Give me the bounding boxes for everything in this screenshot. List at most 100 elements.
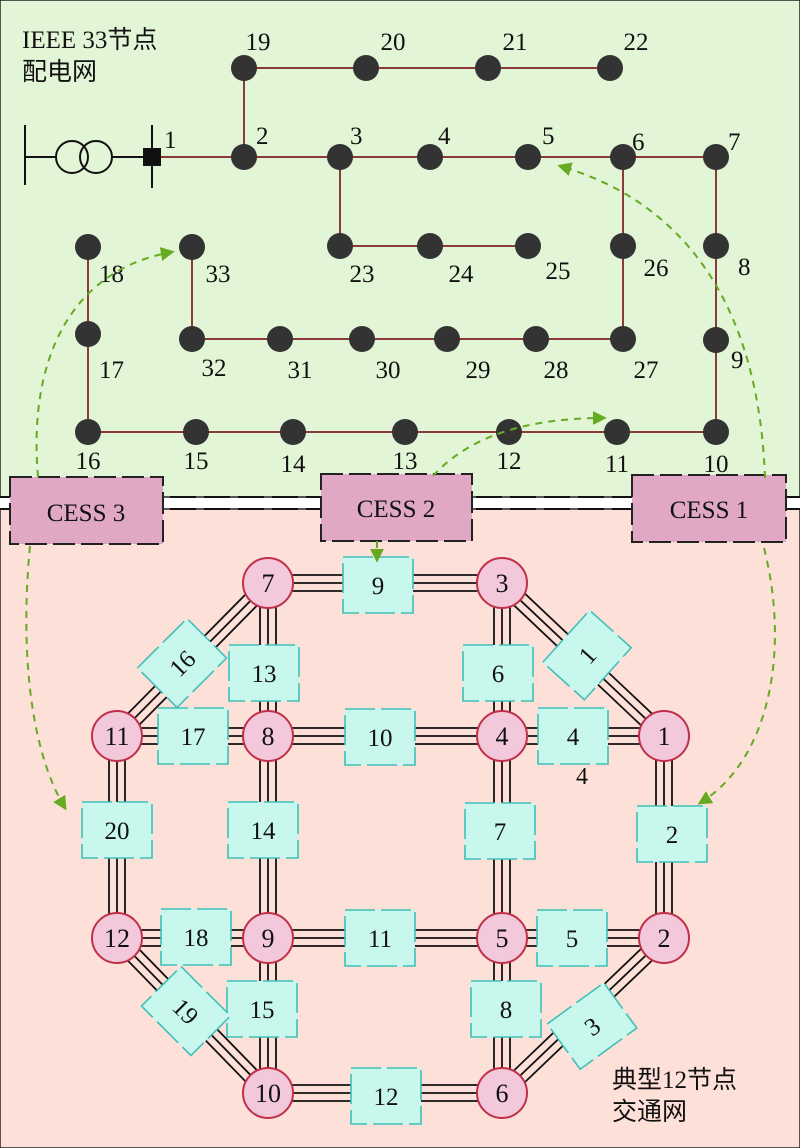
road-label-text-6: 6 [492,661,505,688]
road-label-5: 5 [536,909,608,967]
power-node-label-16: 16 [76,448,101,475]
cess-1-box: CESS 1 [631,474,787,543]
power-node-label-21: 21 [503,29,528,56]
traffic-node-1 [638,710,690,762]
power-node-label-27: 27 [634,357,659,384]
traffic-node-8 [242,710,294,762]
stray-road-label: 4 [576,764,588,790]
substation-transformer-icon [24,125,153,188]
power-node-33 [179,234,205,260]
power-node-11 [604,419,630,445]
traffic-node-label-3: 3 [496,569,509,598]
power-node-24 [417,233,443,259]
road-label-text-4: 4 [567,724,580,751]
power-node-label-2: 2 [256,123,269,150]
power-node-label-15: 15 [184,448,209,475]
power-node-27 [610,326,636,352]
power-node-12 [496,419,522,445]
power-node-16 [75,419,101,445]
power-node-23 [327,233,353,259]
road-label-10: 10 [344,708,416,766]
power-node-label-19: 19 [246,29,271,56]
traffic-node-5 [476,912,528,964]
power-node-label-13: 13 [393,448,418,475]
power-node-label-25: 25 [546,258,571,285]
road-label-text-5: 5 [566,926,579,953]
road-label-text-15: 15 [250,997,275,1024]
road-label-15: 15 [226,980,298,1038]
power-node-10 [703,419,729,445]
road-label-2: 2 [636,805,708,863]
power-node-label-28: 28 [544,357,569,384]
traffic-node-10 [242,1067,294,1119]
road-label-text-17: 17 [181,724,206,751]
power-node-label-1: 1 [164,127,177,154]
road-label-8: 8 [470,980,542,1038]
power-node-label-10: 10 [704,451,729,478]
power-title-line2: 配电网 [22,58,97,86]
cess-2-label: CESS 2 [357,496,436,523]
cess-routes [25,162,776,811]
cess-1-route-to-traffic-node-2 [697,547,776,805]
power-node-1 [143,148,161,166]
road-label-9: 9 [342,556,414,614]
power-node-29 [434,326,460,352]
power-node-20 [353,55,379,81]
cess-3-route-to-road-20 [25,545,67,811]
traffic-node-label-11: 11 [104,722,129,751]
power-node-label-4: 4 [438,123,451,150]
power-node-28 [523,326,549,352]
road-label-11: 11 [344,909,416,967]
road-label-text-9: 9 [372,573,385,600]
road-label-text-10: 10 [368,725,393,752]
power-node-label-17: 17 [99,357,124,384]
road-label-20: 20 [81,801,153,859]
road-label-1: 1 [541,609,633,701]
power-node-17 [75,321,101,347]
power-node-22 [597,55,623,81]
power-node-label-9: 9 [731,347,744,374]
road-label-6: 6 [462,644,534,702]
traffic-node-label-4: 4 [496,722,509,751]
cess-3-label: CESS 3 [47,500,126,527]
cess-2-route-to-power-node-11 [432,411,607,477]
road-label-4: 4 [537,707,609,765]
road-label-18: 18 [160,908,232,966]
power-node-label-29: 29 [466,357,491,384]
road-label-text-8: 8 [500,997,513,1024]
power-node-13 [392,419,418,445]
traffic-node-12 [91,912,143,964]
power-node-4 [417,144,443,170]
traffic-node-label-2: 2 [658,924,671,953]
power-node-label-8: 8 [738,254,751,281]
power-node-15 [183,419,209,445]
power-network-panel [0,0,800,498]
traffic-node-4 [476,710,528,762]
road-label-text-11: 11 [368,926,392,953]
traffic-node-11 [91,710,143,762]
traffic-node-3 [476,557,528,609]
road-label-19: 19 [140,965,232,1057]
road-label-text-20: 20 [105,818,130,845]
road-label-text-7: 7 [494,819,507,846]
power-node-14 [280,419,306,445]
power-node-32 [179,326,205,352]
traffic-node-9 [242,912,294,964]
power-node-label-5: 5 [542,123,555,150]
traffic-node-label-6: 6 [496,1079,509,1108]
road-label-text-13: 13 [252,661,277,688]
traffic-node-label-12: 12 [104,924,130,953]
power-node-label-11: 11 [605,451,629,478]
road-label-text-14: 14 [251,818,277,845]
power-node-5 [515,144,541,170]
power-title-line1: IEEE 33节点 [22,26,157,54]
power-node-18 [75,234,101,260]
power-node-label-26: 26 [644,255,669,282]
road-label-13: 13 [228,644,300,702]
traffic-node-6 [476,1067,528,1119]
power-node-3 [327,144,353,170]
traffic-node-label-10: 10 [255,1079,281,1108]
